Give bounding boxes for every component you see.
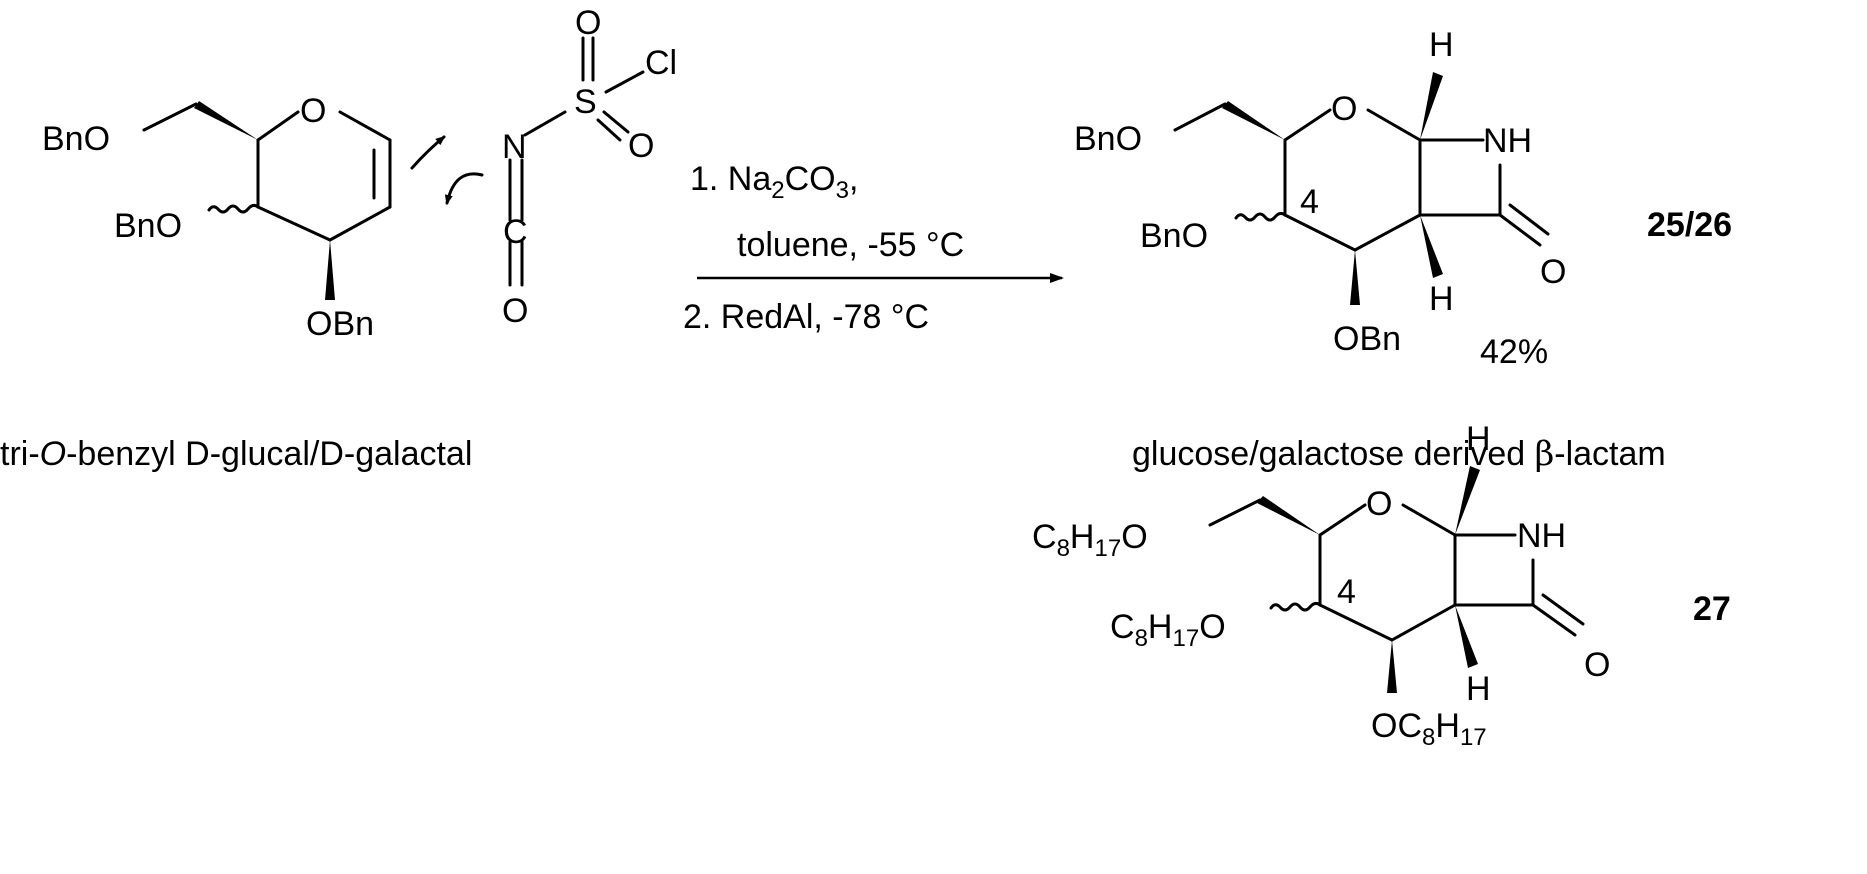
- carbonyl-oxygen-label: O: [1584, 646, 1610, 684]
- wedge-bond: [194, 101, 258, 140]
- wedge-bond: [1455, 605, 1478, 668]
- wedge-bond: [1455, 466, 1480, 535]
- wedge-bond: [1420, 72, 1443, 140]
- product-beta-lactam: H O NH BnO 4 BnO O H OBn 42% 25/26: [1074, 26, 1732, 371]
- wedge-bond: [1387, 640, 1397, 693]
- reagent-csi: O S Cl O N C O: [502, 4, 677, 330]
- nh-label: NH: [1517, 517, 1566, 555]
- yield-label: 42%: [1480, 333, 1548, 371]
- nitrogen-label: N: [502, 128, 527, 166]
- wedge-bond: [1420, 215, 1443, 278]
- wedge-bond: [1222, 101, 1285, 140]
- wavy-bond: [1234, 211, 1287, 222]
- h-bottom-label: H: [1466, 670, 1491, 708]
- octyloxy-bottom-label: OC8H17: [1371, 707, 1487, 751]
- curved-arrow: [444, 172, 484, 205]
- wedge-bond: [325, 240, 335, 300]
- obn-bottom-label: OBn: [306, 305, 374, 343]
- sulfonyl-oxygen-top: O: [575, 4, 601, 42]
- bno-mid-label: BnO: [114, 207, 182, 245]
- bno-top-label: BnO: [1074, 120, 1142, 158]
- carbonyl-oxygen-label: O: [502, 292, 528, 330]
- carbon-label: C: [503, 213, 528, 251]
- position-4-label: 4: [1337, 573, 1356, 611]
- compound-id-27: 27: [1693, 590, 1731, 628]
- ring-oxygen-label: O: [300, 92, 326, 130]
- bno-top-label: BnO: [42, 120, 110, 158]
- step2-text: 2. RedAl, -78 °C: [683, 298, 929, 336]
- product-27: H O NH C8H17O 4 C8H17O O H OC8H17 27: [1032, 420, 1731, 751]
- obn-bottom-label: OBn: [1333, 320, 1401, 358]
- compound-id-25-26: 25/26: [1647, 206, 1732, 244]
- octyloxy-top-label: C8H17O: [1032, 518, 1148, 562]
- carbonyl-oxygen-label: O: [1540, 253, 1566, 291]
- nh-label: NH: [1483, 122, 1532, 160]
- bno-mid-label: BnO: [1140, 217, 1208, 255]
- h-bottom-label: H: [1429, 280, 1454, 318]
- h-top-label: H: [1466, 420, 1491, 458]
- position-4-label: 4: [1300, 183, 1319, 221]
- step1-text: 1. Na2CO3,: [690, 160, 858, 204]
- step1-solvent-text: toluene, -55 °C: [737, 226, 964, 264]
- sulfonyl-oxygen-right: O: [628, 127, 654, 165]
- h-top-label: H: [1429, 26, 1454, 64]
- wedge-bond: [1257, 496, 1320, 535]
- reaction-conditions: 1. Na2CO3, toluene, -55 °C 2. RedAl, -78…: [683, 160, 1064, 336]
- sulfur-label: S: [574, 83, 597, 121]
- product-caption: glucose/galactose derived β-lactam: [1132, 434, 1666, 474]
- wavy-bond: [1269, 601, 1322, 612]
- octyloxy-mid-label: C8H17O: [1110, 608, 1226, 652]
- curved-arrow: [410, 135, 446, 170]
- ring-oxygen-label: O: [1366, 485, 1392, 523]
- wedge-bond: [1350, 250, 1360, 305]
- wavy-bond: [207, 203, 260, 214]
- reactant-glycal: O BnO BnO OBn: [42, 92, 484, 343]
- chlorine-label: Cl: [645, 44, 677, 82]
- reactant-caption: tri-O-benzyl D-glucal/D-galactal: [0, 435, 472, 473]
- ring-oxygen-label: O: [1331, 90, 1357, 128]
